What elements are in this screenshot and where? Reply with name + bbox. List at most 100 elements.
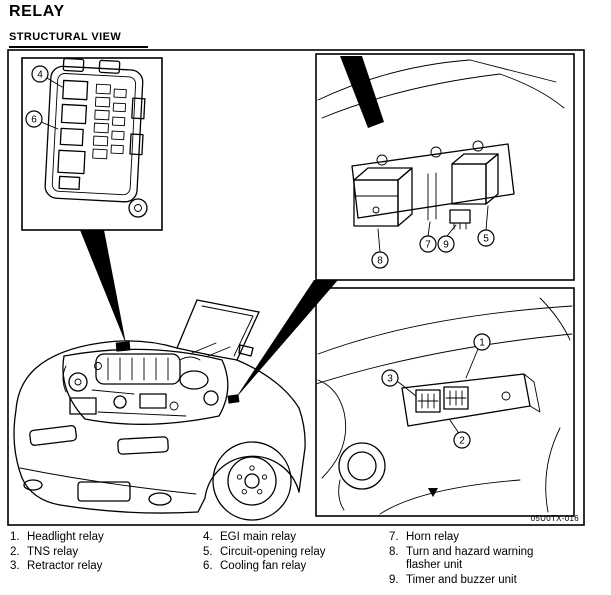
cabin-relay-bracket	[401, 373, 541, 427]
relay-connector-b	[443, 386, 469, 410]
legend-item-label: Timer and buzzer unit	[406, 573, 517, 586]
callout-5: 5	[477, 205, 495, 247]
mounting-bolt	[128, 198, 148, 218]
front-wheel	[212, 441, 292, 521]
legend-item-9: 9. Timer and buzzer unit	[389, 574, 601, 588]
legend-item-1: 1. Headlight relay	[10, 531, 203, 545]
door-line	[236, 359, 306, 449]
legend-item-label: Horn relay	[406, 531, 460, 543]
bracket-screw	[501, 391, 511, 401]
legend-item-number: 3.	[10, 560, 20, 572]
legend-column-3: 7. Horn relay 8. Turn and hazard warning…	[389, 531, 601, 588]
legend-item-label: Headlight relay	[27, 531, 104, 543]
turn-signal-right	[148, 492, 172, 506]
relay-location-mark	[227, 394, 240, 404]
structural-view-figure: 1 3 2	[7, 49, 585, 526]
fusebox-fuses	[92, 83, 127, 160]
bracket-bolt-3	[472, 140, 484, 152]
legend: 1. Headlight relay 2. TNS relay 3. Retra…	[0, 531, 611, 588]
callout-arrow-engine-relays	[235, 280, 338, 399]
legend-item-number: 1.	[10, 531, 20, 543]
inset-cabin-border	[315, 287, 575, 517]
side-mirror	[238, 344, 254, 357]
callout-6-number: 6	[31, 115, 37, 126]
fusebox-body	[44, 57, 146, 203]
cowl-line	[176, 347, 238, 361]
license-plate-recess	[77, 481, 131, 502]
relay-bracket	[351, 143, 515, 219]
legend-column-2: 4. EGI main relay 5. Circuit-opening rel…	[203, 531, 389, 588]
turn-signal-left	[23, 479, 43, 491]
legend-item-label: Circuit-opening relay	[220, 545, 326, 558]
callout-4: 4	[31, 65, 63, 88]
wiper-icon	[191, 342, 217, 354]
legend-item-8: 8. Turn and hazard warning flasher unit	[389, 546, 601, 573]
legend-item-2: 2. TNS relay	[10, 546, 203, 560]
inset-fuse-box: 4 6	[21, 57, 163, 231]
legend-item-label: Cooling fan relay	[220, 560, 307, 572]
callout-7-number: 7	[425, 240, 431, 251]
legend-item-number: 4.	[203, 531, 213, 543]
legend-item-label: Turn and hazard warning flasher unit	[406, 545, 534, 572]
legend-item-3: 3. Retractor relay	[10, 560, 203, 574]
callout-9: 9	[437, 224, 457, 253]
inset-engine-bay-relays: 8 7 9 5	[315, 53, 575, 281]
strut-tower-left	[68, 372, 88, 392]
relay-connector-a	[415, 389, 441, 413]
cam-cover	[95, 353, 181, 385]
callout-4-number: 4	[37, 70, 43, 81]
windshield-top	[196, 299, 260, 313]
strut-tower-right	[203, 390, 219, 406]
legend-item-number: 6.	[203, 560, 213, 572]
callout-7: 7	[419, 221, 437, 253]
callout-2: 2	[449, 419, 471, 449]
callout-2-number: 2	[459, 436, 465, 447]
legend-item-number: 7.	[389, 531, 399, 543]
relay-cube-a	[353, 167, 413, 227]
callout-arrow-fusebox	[80, 230, 126, 344]
small-arrow-icon	[428, 488, 438, 497]
section-title: STRUCTURAL VIEW	[9, 31, 149, 48]
bracket-leg	[427, 172, 437, 221]
callout-8-number: 8	[377, 256, 383, 267]
figure-code: 05U0TX-016	[531, 514, 580, 523]
legend-item-6: 6. Cooling fan relay	[203, 560, 389, 574]
callout-5-number: 5	[483, 234, 489, 245]
legend-item-number: 8.	[389, 545, 399, 558]
battery	[69, 397, 97, 415]
legend-item-label: TNS relay	[27, 545, 79, 558]
inset-cabin-relays: 1 3 2	[315, 287, 575, 517]
engine-details	[62, 353, 219, 417]
legend-item-number: 9.	[389, 573, 399, 586]
callout-1-number: 1	[479, 338, 485, 349]
car-illustration	[13, 299, 306, 521]
headlight-cover-right	[117, 436, 169, 455]
shadow-wedge	[340, 56, 384, 128]
bracket-bolt-1	[376, 154, 388, 166]
legend-item-4: 4. EGI main relay	[203, 531, 389, 545]
headlight-cover-left	[29, 425, 77, 446]
legend-item-label: Retractor relay	[27, 560, 103, 572]
callout-9-number: 9	[443, 240, 449, 251]
callout-8: 8	[371, 228, 389, 269]
relay-cube-b	[451, 153, 499, 205]
figure-border	[7, 49, 585, 526]
callout-3: 3	[381, 369, 417, 397]
fusebox-location-mark	[115, 341, 131, 352]
callout-1: 1	[465, 333, 491, 379]
fluid-reservoir	[338, 442, 386, 511]
inset-fusebox-border	[21, 57, 163, 231]
fusebox-relays	[57, 79, 89, 191]
legend-item-7: 7. Horn relay	[389, 531, 601, 545]
legend-item-number: 5.	[203, 545, 213, 558]
page-title: RELAY	[9, 3, 65, 20]
legend-item-5: 5. Circuit-opening relay	[203, 546, 389, 560]
callout-6: 6	[25, 110, 59, 130]
callout-3-number: 3	[387, 374, 393, 385]
legend-column-1: 1. Headlight relay 2. TNS relay 3. Retra…	[0, 531, 203, 588]
engine-bay-opening	[62, 348, 229, 425]
intake-plenum	[179, 370, 209, 390]
legend-item-label: EGI main relay	[220, 531, 297, 543]
bracket-bolt-2	[430, 146, 442, 158]
legend-item-number: 2.	[10, 545, 20, 558]
